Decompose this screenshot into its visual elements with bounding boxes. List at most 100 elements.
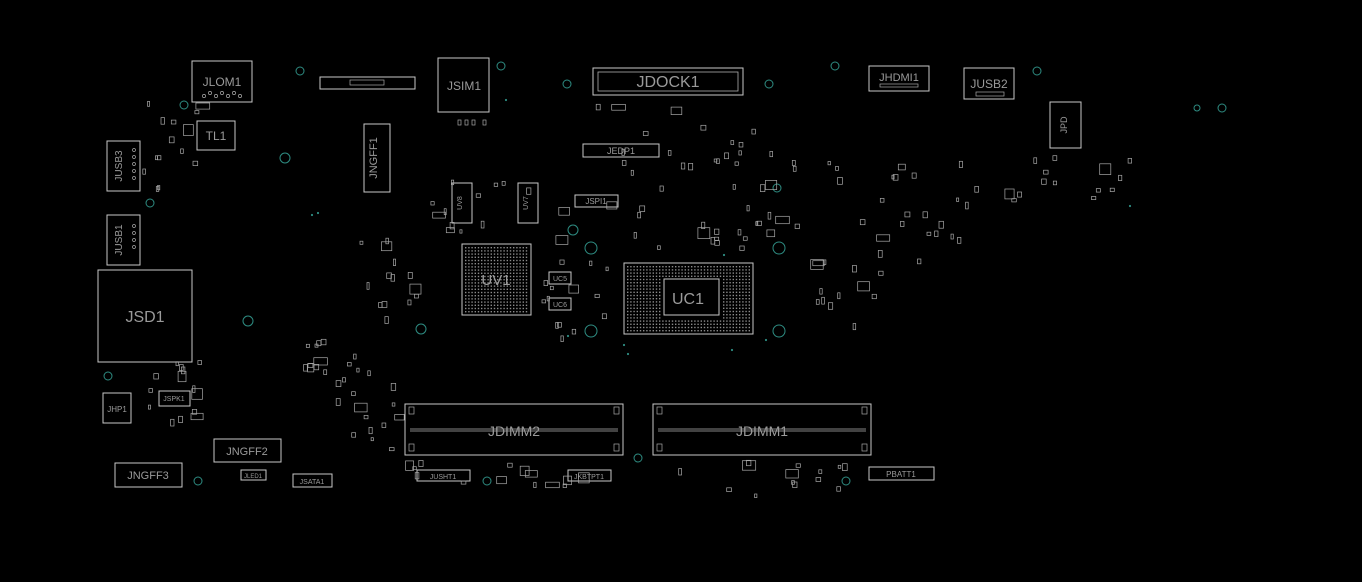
smd-component xyxy=(190,412,204,421)
smd-component xyxy=(926,231,932,236)
jhdmi1-label: JHDMI1 xyxy=(879,72,919,84)
mounting-hole xyxy=(830,61,840,71)
smd-component xyxy=(414,293,419,299)
mounting-hole xyxy=(633,453,643,463)
smd-component xyxy=(545,481,560,489)
smd-component xyxy=(191,409,198,415)
jled1-connector[interactable]: JLED1 xyxy=(240,469,267,481)
mounting-hole xyxy=(279,152,291,164)
smd-component xyxy=(713,158,718,163)
jusht1-connector[interactable]: JUSHT1 xyxy=(416,469,471,482)
jspk1-label: JSPK1 xyxy=(163,396,185,403)
smd-component xyxy=(381,241,393,252)
jdock1-connector[interactable]: JDOCK1 xyxy=(592,67,744,96)
mounting-hole xyxy=(295,66,305,76)
top-header-connector[interactable] xyxy=(319,76,416,90)
smd-component xyxy=(900,221,905,227)
jpd-component[interactable]: JPD xyxy=(1049,101,1082,149)
mounting-hole xyxy=(103,371,113,381)
mounting-hole xyxy=(415,323,427,335)
uc1-cpu-bga[interactable]: UC1 xyxy=(623,262,754,335)
smd-component xyxy=(501,181,506,186)
mounting-hole xyxy=(567,224,579,236)
smd-component xyxy=(785,469,799,479)
jusb1-connector[interactable]: JUSB1 xyxy=(106,214,141,266)
smd-component xyxy=(738,142,744,148)
jhdmi1-connector[interactable]: JHDMI1 xyxy=(868,65,930,92)
smd-component xyxy=(147,101,150,107)
smd-component xyxy=(560,335,564,342)
smd-component xyxy=(378,302,383,308)
uv8-label: UV8 xyxy=(457,196,464,210)
mounting-hole xyxy=(179,100,189,110)
smd-component xyxy=(391,402,396,407)
smd-component xyxy=(601,313,607,320)
mounting-hole xyxy=(496,61,506,71)
jdimm1-slot[interactable]: JDIMM1 xyxy=(652,403,872,456)
smd-component xyxy=(678,468,682,476)
jngff3-slot[interactable]: JNGFF3 xyxy=(114,462,183,488)
smd-component xyxy=(879,198,885,203)
smd-component xyxy=(621,160,627,166)
smd-component xyxy=(460,480,467,485)
jngff2-slot[interactable]: JNGFF2 xyxy=(213,438,282,463)
smd-component xyxy=(307,363,314,368)
jdimm2-label: JDIMM2 xyxy=(488,423,540,439)
smd-component xyxy=(760,184,766,192)
uv1-gpu-bga[interactable]: UV1 xyxy=(461,243,532,316)
smd-component xyxy=(390,383,397,391)
smd-component xyxy=(459,229,463,234)
smd-component xyxy=(451,179,455,186)
test-point xyxy=(566,334,570,338)
uc6-label: UC6 xyxy=(553,302,567,309)
smd-component xyxy=(670,106,683,115)
jusb3-connector[interactable]: JUSB3 xyxy=(106,140,141,192)
jhp1-jack[interactable]: JHP1 xyxy=(102,392,132,424)
jsata1-connector[interactable]: JSATA1 xyxy=(292,473,333,488)
smd-component xyxy=(142,168,146,175)
smd-component xyxy=(449,222,455,230)
smd-component xyxy=(409,283,422,295)
mounting-hole xyxy=(242,315,254,327)
jngff1-slot[interactable]: JNGFF1 xyxy=(363,123,391,193)
mounting-hole xyxy=(841,476,851,486)
uv8-chip[interactable]: UV8 xyxy=(451,182,473,224)
smd-component xyxy=(812,260,825,267)
smd-component xyxy=(766,229,776,238)
jspk1-connector[interactable]: JSPK1 xyxy=(158,390,191,407)
smd-component xyxy=(823,259,827,265)
test-point xyxy=(1128,204,1132,208)
smd-component xyxy=(407,272,413,279)
jedp1-connector[interactable]: JEDP1 xyxy=(582,143,660,158)
uv7-chip[interactable]: UV7 xyxy=(517,182,539,224)
smd-component xyxy=(767,211,772,220)
jsim1-connector[interactable]: JSIM1 xyxy=(437,57,490,126)
jdimm2-slot[interactable]: JDIMM2 xyxy=(404,403,624,456)
smd-component xyxy=(571,328,577,335)
smd-component xyxy=(730,140,735,145)
smd-component xyxy=(1052,180,1057,186)
smd-component xyxy=(1095,188,1101,193)
jusb2-connector[interactable]: JUSB2 xyxy=(963,67,1015,100)
uc5-chip[interactable]: UC5 xyxy=(548,271,572,285)
smd-component xyxy=(335,398,341,406)
pbatt1-connector[interactable]: PBATT1 xyxy=(868,466,935,481)
smd-component xyxy=(394,414,405,421)
jspi1-connector[interactable]: JSPI1 xyxy=(574,194,619,208)
smd-component xyxy=(543,280,548,286)
smd-component xyxy=(794,223,800,229)
smd-component xyxy=(418,460,424,467)
smd-component xyxy=(742,236,748,241)
smd-component xyxy=(351,432,356,438)
smd-component xyxy=(739,245,745,251)
smd-component xyxy=(155,155,158,161)
uc6-chip[interactable]: UC6 xyxy=(548,297,572,311)
smd-component xyxy=(148,404,151,410)
tl1-label: TL1 xyxy=(206,129,227,143)
mounting-hole xyxy=(193,476,203,486)
smd-component xyxy=(1091,196,1097,200)
jsd1-card-reader[interactable]: JSD1 xyxy=(97,269,193,363)
jlom1-connector[interactable]: JLOM1 xyxy=(191,60,253,103)
smd-component xyxy=(353,353,357,360)
tl1-transformer[interactable]: TL1 xyxy=(196,120,236,151)
